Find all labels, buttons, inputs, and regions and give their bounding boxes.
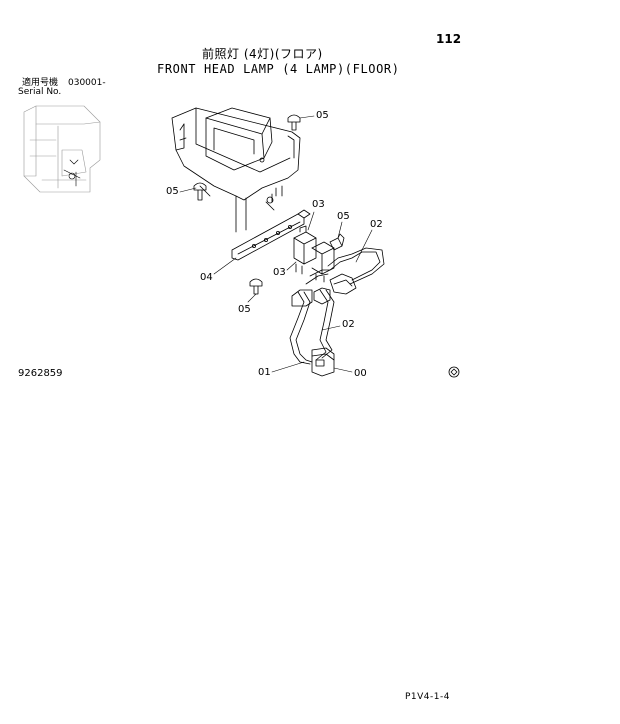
callout-02-harness-upper: 02 — [370, 219, 383, 230]
callout-05-bolt-upper: 05 — [316, 110, 329, 121]
callout-00-assembly: 00 — [354, 368, 367, 379]
relays — [293, 225, 335, 283]
serial-value: 030001- — [68, 78, 106, 88]
wire-harness — [289, 247, 385, 377]
bolts — [193, 114, 345, 295]
title-english: FRONT HEAD LAMP (4 LAMP)(FLOOR) — [157, 62, 400, 76]
serial-label-japanese: 適用号機 — [22, 78, 59, 88]
machine-thumbnail — [23, 105, 101, 193]
leader-lines — [179, 115, 373, 373]
floor-plate — [171, 107, 301, 233]
title-japanese: 前照灯 (4灯)(フロア) — [202, 47, 323, 61]
page-number: 112 — [436, 32, 462, 46]
revision-mark — [448, 366, 460, 378]
callout-01-harness: 01 — [258, 367, 271, 378]
callout-05-bolt-left: 05 — [166, 186, 179, 197]
serial-label-english: Serial No. — [18, 87, 62, 97]
callout-02-harness-lower: 02 — [342, 319, 355, 330]
callout-03-relay-upper: 03 — [312, 199, 325, 210]
callout-05-bolt-lower: 05 — [238, 304, 251, 315]
callout-04-bracket: 04 — [200, 272, 213, 283]
bracket — [231, 209, 311, 261]
footer-code: P1V4-1-4 — [405, 692, 450, 702]
figure-reference-number: 9262859 — [18, 368, 63, 379]
callout-03-relay-lower: 03 — [273, 267, 286, 278]
callout-05-bolt-right: 05 — [337, 211, 350, 222]
